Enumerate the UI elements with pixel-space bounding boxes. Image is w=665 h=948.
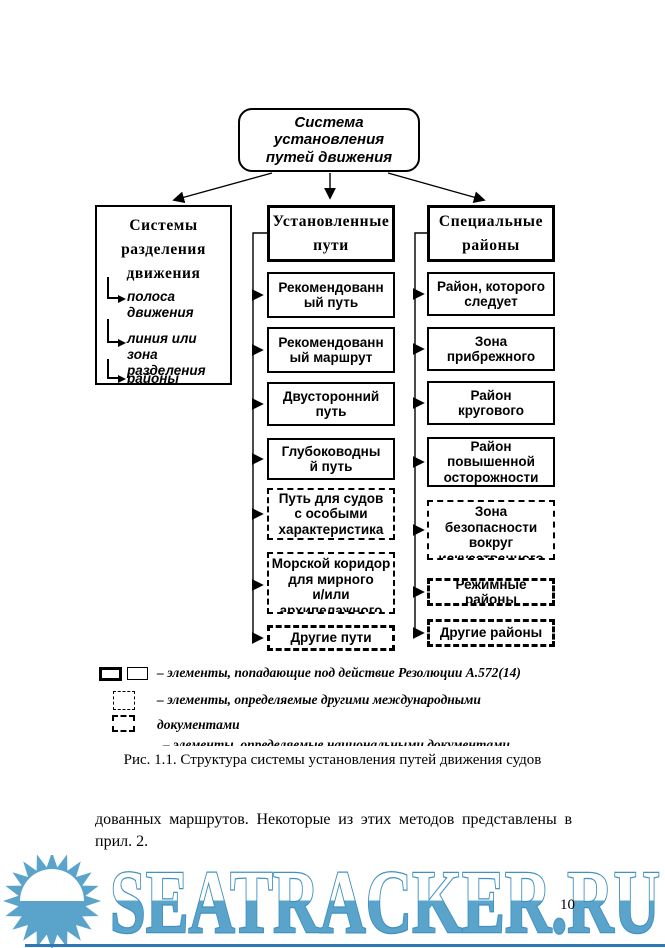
middle-column-header: Установленные пути	[267, 205, 395, 262]
legend: – элементы, попадающие под действие Резо…	[0, 660, 665, 746]
body-paragraph: дованных маршрутов. Некоторые из этих ме…	[95, 809, 572, 853]
body-line: дованных маршрутов. Некоторые из этих ме…	[95, 811, 572, 828]
legend-swatch-dashed	[113, 691, 135, 710]
node-safety-zone: Зона безопасности вокруг искусственного	[427, 500, 555, 560]
node-precautionary-area: Район повышенной осторожности	[427, 437, 555, 487]
node-regime-areas: Режимные районы	[427, 578, 555, 606]
branch-arrow-icon	[107, 319, 126, 347]
left-item: линия или зона разделения	[127, 331, 206, 378]
node-roundabout-area: Район кругового	[427, 381, 555, 425]
node-coastal-zone: Зона прибрежного	[427, 327, 555, 371]
node-special-ships-route: Путь для судов с особыми характеристика	[267, 488, 395, 540]
node-recommended-track: Рекомендованн ый путь	[267, 272, 395, 318]
page-number: 10	[560, 897, 575, 913]
left-column-box: Системы разделения движения полоса движе…	[95, 205, 232, 385]
branch-arrow-icon	[107, 277, 126, 303]
left-item: полоса движения	[127, 289, 194, 320]
legend-text-4-clipped: – элементы, определяемые национальными д…	[163, 737, 510, 746]
node-two-way-route: Двусторонний путь	[267, 382, 395, 426]
left-item: районы	[127, 371, 179, 385]
seatracker-watermark: SEATRACKER.RU	[3, 855, 661, 948]
figure-caption: Рис. 1.1. Структура системы установления…	[123, 752, 542, 768]
sun-top-half	[20, 869, 84, 901]
connector-lines	[172, 172, 486, 644]
sun-bottom-half	[22, 901, 82, 931]
legend-swatch-dashdot	[112, 715, 135, 732]
right-column-header: Специальные районы	[427, 205, 555, 262]
footer-rule	[25, 944, 665, 947]
legend-text-2: – элементы, определяемые другими междуна…	[157, 692, 481, 707]
node-recommended-route: Рекомендованн ый маршрут	[267, 327, 395, 373]
watermark-text: SEATRACKER.RU	[110, 855, 660, 948]
sun-icon	[3, 855, 101, 948]
legend-text-1: – элементы, попадающие под действие Резо…	[157, 665, 521, 680]
node-other-routes: Другие пути	[267, 625, 395, 651]
legend-swatch-thin	[127, 667, 148, 680]
node-sea-corridor: Морской коридор для мирного и/или архипе…	[267, 552, 395, 614]
branch-arrow-icon	[107, 359, 126, 383]
left-column-header: Системы разделения движения	[121, 217, 206, 282]
node-other-areas: Другие районы	[427, 619, 555, 647]
root-node: Система установления путей движения	[238, 108, 420, 172]
body-line: прил. 2.	[95, 833, 149, 850]
legend-text-3: документами	[157, 717, 240, 732]
node-area-to-follow: Район, которого следует	[427, 272, 555, 316]
legend-swatch-thick	[99, 667, 122, 681]
node-deep-water-route: Глубоководны й путь	[267, 438, 395, 480]
